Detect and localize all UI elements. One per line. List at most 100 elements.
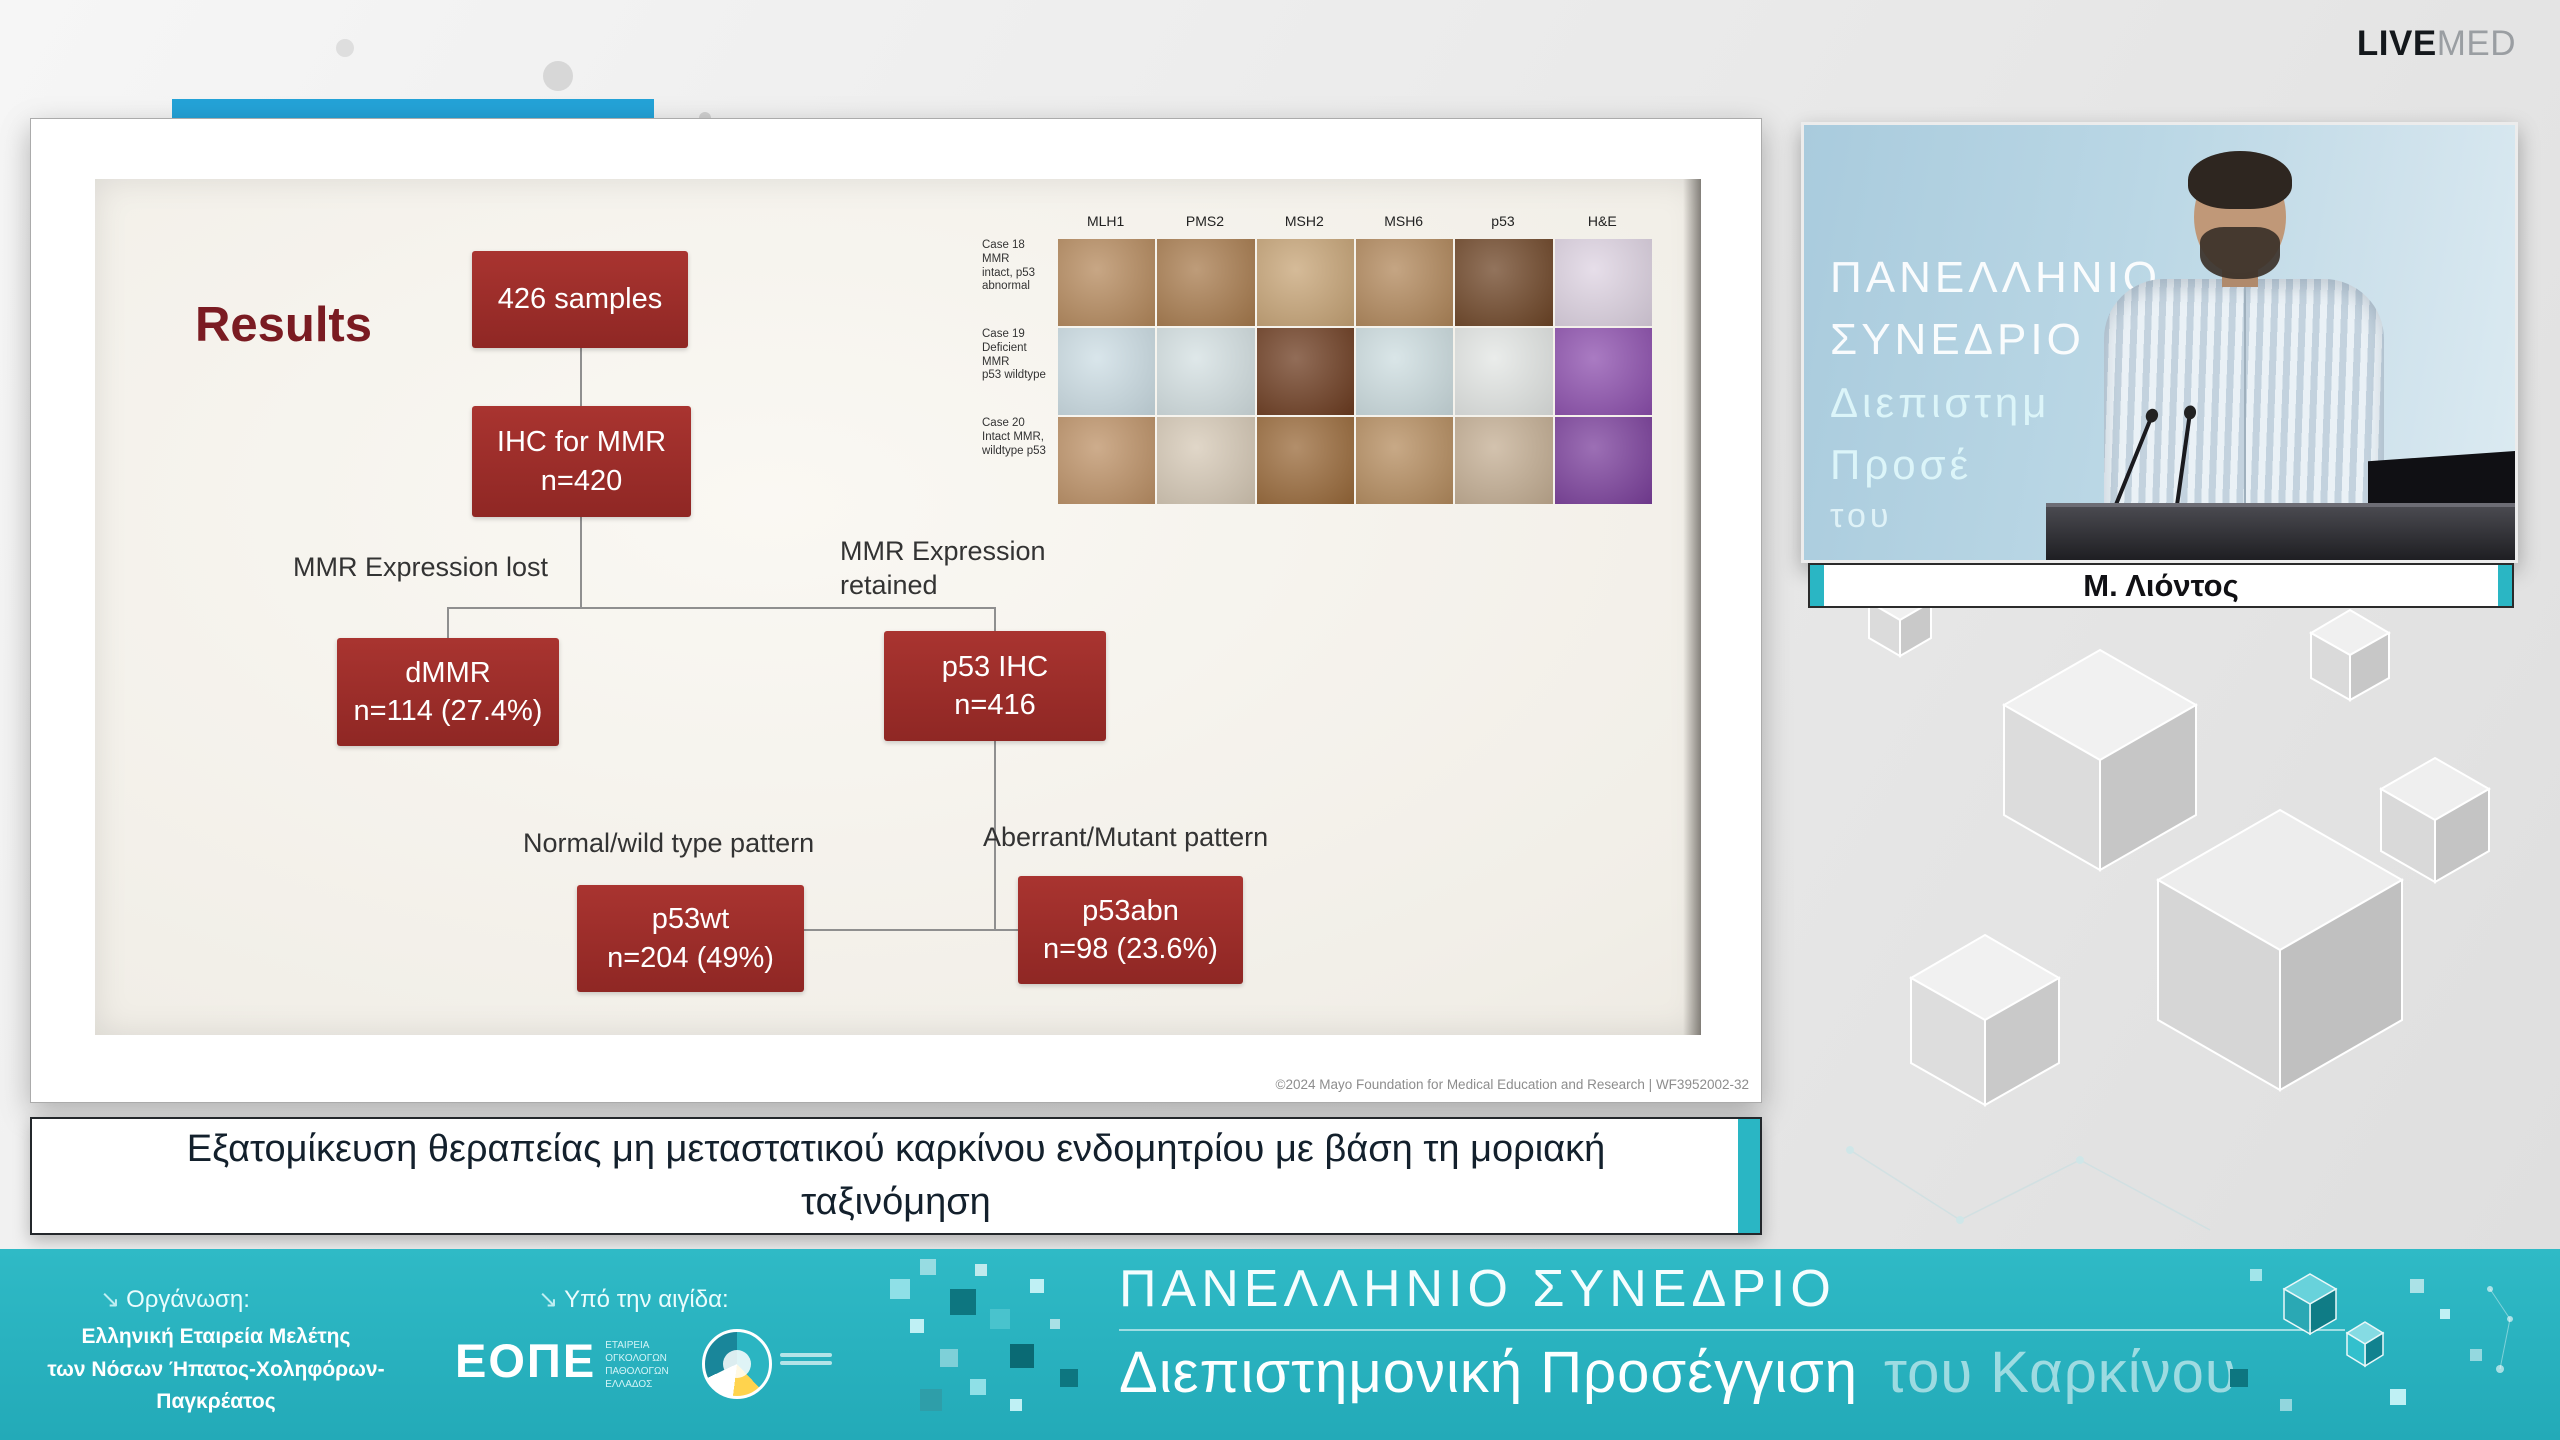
flow-label-line: MMR Expression bbox=[840, 536, 1046, 566]
speaker-video: ΠΑΝΕΛΛΗΝΙΟ ΣΥΝΕΔΡΙΟ Διεπιστημ Προσέ του bbox=[1801, 122, 2518, 563]
ihc-header-spacer bbox=[982, 213, 1056, 239]
flow-box-samples: 426 samples bbox=[472, 251, 688, 348]
flow-box-text: n=114 (27.4%) bbox=[353, 695, 543, 727]
ihc-column-header: PMS2 bbox=[1185, 213, 1225, 229]
organizer-line: των Νόσων Ήπατος-Χοληφόρων-Παγκρέατος bbox=[47, 1357, 385, 1414]
eope-sub-line: ΕΤΑΙΡΕΙΑ bbox=[605, 1340, 650, 1351]
slide-card: Results 426 samples IHC for MMR n=420 MM… bbox=[30, 118, 1762, 1103]
oncology-group-caption bbox=[780, 1353, 832, 1369]
flow-label-mutant: Aberrant/Mutant pattern bbox=[983, 822, 1269, 852]
ihc-tissue-cell bbox=[1058, 417, 1156, 504]
flow-box-text: 426 samples bbox=[497, 283, 663, 316]
ihc-tissue-cell bbox=[1157, 239, 1255, 326]
flow-box-text: dMMR bbox=[405, 656, 491, 689]
slide-photo: Results 426 samples IHC for MMR n=420 MM… bbox=[95, 179, 1701, 1035]
flow-connector bbox=[804, 929, 1018, 931]
speaker-nameplate: Μ. Λιόντος bbox=[1808, 563, 2514, 608]
ihc-tissue-cell bbox=[1455, 328, 1553, 415]
flow-box-text: p53wt bbox=[651, 903, 730, 936]
eope-sub-line: ΕΛΛΑΔΟΣ bbox=[605, 1379, 653, 1390]
speaker-head bbox=[2188, 151, 2292, 279]
video-backdrop-text: Προσέ bbox=[1830, 441, 1973, 488]
ihc-column-header: p53 bbox=[1491, 213, 1515, 229]
ihc-column-header: MSH2 bbox=[1284, 213, 1324, 229]
flow-box-text: n=416 bbox=[954, 689, 1036, 721]
eope-sub-line: ΠΑΘΟΛΟΓΩΝ bbox=[605, 1366, 669, 1377]
flow-box-text: n=420 bbox=[540, 464, 623, 497]
auspices-label: ↘Υπό την αιγίδα: bbox=[538, 1285, 729, 1314]
eope-logo: ΕΟΠΕ ΕΤΑΙΡΕΙΑ ΟΓΚΟΛΟΓΩΝ ΠΑΘΟΛΟΓΩΝ ΕΛΛΑΔΟ… bbox=[455, 1333, 669, 1391]
ihc-tissue-cell bbox=[1256, 328, 1354, 415]
lecture-title: Εξατομίκευση θεραπείας μη μεταστατικού κ… bbox=[186, 1127, 1606, 1223]
video-backdrop-text: ΠΑΝΕΛΛΗΝΙΟ bbox=[1830, 253, 2162, 302]
speaker-name: Μ. Λιόντος bbox=[2083, 567, 2239, 603]
ihc-column-header: MSH6 bbox=[1384, 213, 1424, 229]
eope-logo-text: ΕΟΠΕ bbox=[455, 1334, 597, 1387]
ihc-column-header: MLH1 bbox=[1086, 213, 1125, 229]
video-backdrop-text: ΣΥΝΕΔΡΙΟ bbox=[1830, 315, 2085, 364]
lecture-title-bar: Εξατομίκευση θεραπείας μη μεταστατικού κ… bbox=[30, 1117, 1762, 1235]
ihc-tissue-cell bbox=[1256, 239, 1354, 326]
ihc-tissue-cell bbox=[1554, 328, 1652, 415]
arrow-icon: ↘ bbox=[100, 1286, 121, 1313]
flow-label-line: retained bbox=[840, 569, 938, 600]
footer-separator bbox=[1119, 1329, 2345, 1331]
mosaic-decoration bbox=[890, 1259, 1078, 1411]
livemed-logo-live: LIVE bbox=[2356, 24, 2437, 63]
footer-banner: ↘Οργάνωση: Ελληνική Εταιρεία Μελέτης των… bbox=[0, 1249, 2560, 1440]
flow-box-dmmr: dMMR n=114 (27.4%) bbox=[337, 638, 559, 746]
ihc-tissue-cell bbox=[1157, 328, 1255, 415]
flow-label-wildtype: Normal/wild type pattern bbox=[523, 828, 815, 858]
arrow-icon: ↘ bbox=[538, 1286, 559, 1313]
ihc-tissue-cell bbox=[1554, 417, 1652, 504]
ihc-row: Case 18 MMR intact, p53 abnormal bbox=[982, 239, 1652, 326]
organizer-line: Ελληνική Εταιρεία Μελέτης bbox=[81, 1325, 351, 1348]
auspices-label-text: Υπό την αιγίδα: bbox=[564, 1286, 729, 1313]
flow-box-text: n=204 (49%) bbox=[607, 941, 774, 974]
footer-congress-title: ΠΑΝΕΛΛΗΝΙΟ ΣΥΝΕΔΡΙΟ bbox=[1119, 1260, 1836, 1318]
flow-box-text: IHC for MMR bbox=[496, 426, 667, 459]
ihc-row-label: Case 19 Deficient MMR p53 wildtype bbox=[982, 328, 1046, 382]
ihc-row: Case 20 Intact MMR, wildtype p53 bbox=[982, 417, 1652, 504]
organizer-name: Ελληνική Εταιρεία Μελέτης των Νόσων Ήπατ… bbox=[26, 1321, 406, 1419]
flow-box-p53abn: p53abn n=98 (23.6%) bbox=[1018, 876, 1243, 984]
footer-subtitle-main: Διεπιστημονική Προσέγγιση bbox=[1119, 1340, 1859, 1405]
video-backdrop-text: Διεπιστημ bbox=[1830, 379, 2051, 426]
flow-label-mmr-lost: MMR Expression lost bbox=[293, 552, 549, 582]
flow-connector bbox=[580, 348, 582, 406]
eope-logo-subtext: ΕΤΑΙΡΕΙΑ ΟΓΚΟΛΟΓΩΝ ΠΑΘΟΛΟΓΩΝ ΕΛΛΑΔΟΣ bbox=[605, 1333, 669, 1391]
ihc-row-label: Case 20 Intact MMR, wildtype p53 bbox=[982, 417, 1046, 457]
ihc-tissue-cell bbox=[1355, 328, 1454, 415]
video-backdrop-text: του bbox=[1830, 497, 1893, 535]
livemed-logo-med: MED bbox=[2436, 24, 2516, 63]
footer-congress-subtitle: Διεπιστημονική Προσέγγιση του Καρκίνου bbox=[1119, 1339, 2238, 1406]
flow-connector bbox=[994, 741, 996, 931]
ihc-tissue-cell bbox=[1058, 328, 1156, 415]
organizer-label-text: Οργάνωση: bbox=[126, 1286, 250, 1313]
ihc-row-label: Case 18 MMR intact, p53 abnormal bbox=[982, 239, 1036, 293]
ihc-tissue-cell bbox=[1355, 239, 1454, 326]
ihc-tissue-cell bbox=[1256, 417, 1354, 504]
flow-connector bbox=[447, 607, 449, 640]
flow-box-p53-ihc: p53 IHC n=416 bbox=[884, 631, 1106, 741]
eope-sub-line: ΟΓΚΟΛΟΓΩΝ bbox=[605, 1353, 667, 1364]
podium bbox=[2045, 503, 2515, 560]
flow-box-text: p53abn bbox=[1082, 894, 1179, 927]
slide-title: Results bbox=[195, 298, 373, 352]
ihc-tissue-cell bbox=[1058, 239, 1156, 326]
flow-box-ihc-mmr: IHC for MMR n=420 bbox=[472, 406, 691, 517]
flow-connector bbox=[580, 517, 582, 607]
footer-subtitle-secondary: του Καρκίνου bbox=[1884, 1340, 2238, 1405]
flow-box-text: p53 IHC bbox=[941, 650, 1049, 683]
flow-box-p53wt: p53wt n=204 (49%) bbox=[577, 885, 804, 992]
flow-label-mmr-retained: MMR Expression retained bbox=[840, 535, 1046, 603]
mosaic-decoration bbox=[2230, 1269, 2513, 1411]
organizer-label: ↘Οργάνωση: bbox=[100, 1285, 250, 1314]
slide-copyright: ©2024 Mayo Foundation for Medical Educat… bbox=[1275, 1077, 1749, 1092]
livemed-logo: LIVEMED bbox=[2357, 24, 2516, 64]
